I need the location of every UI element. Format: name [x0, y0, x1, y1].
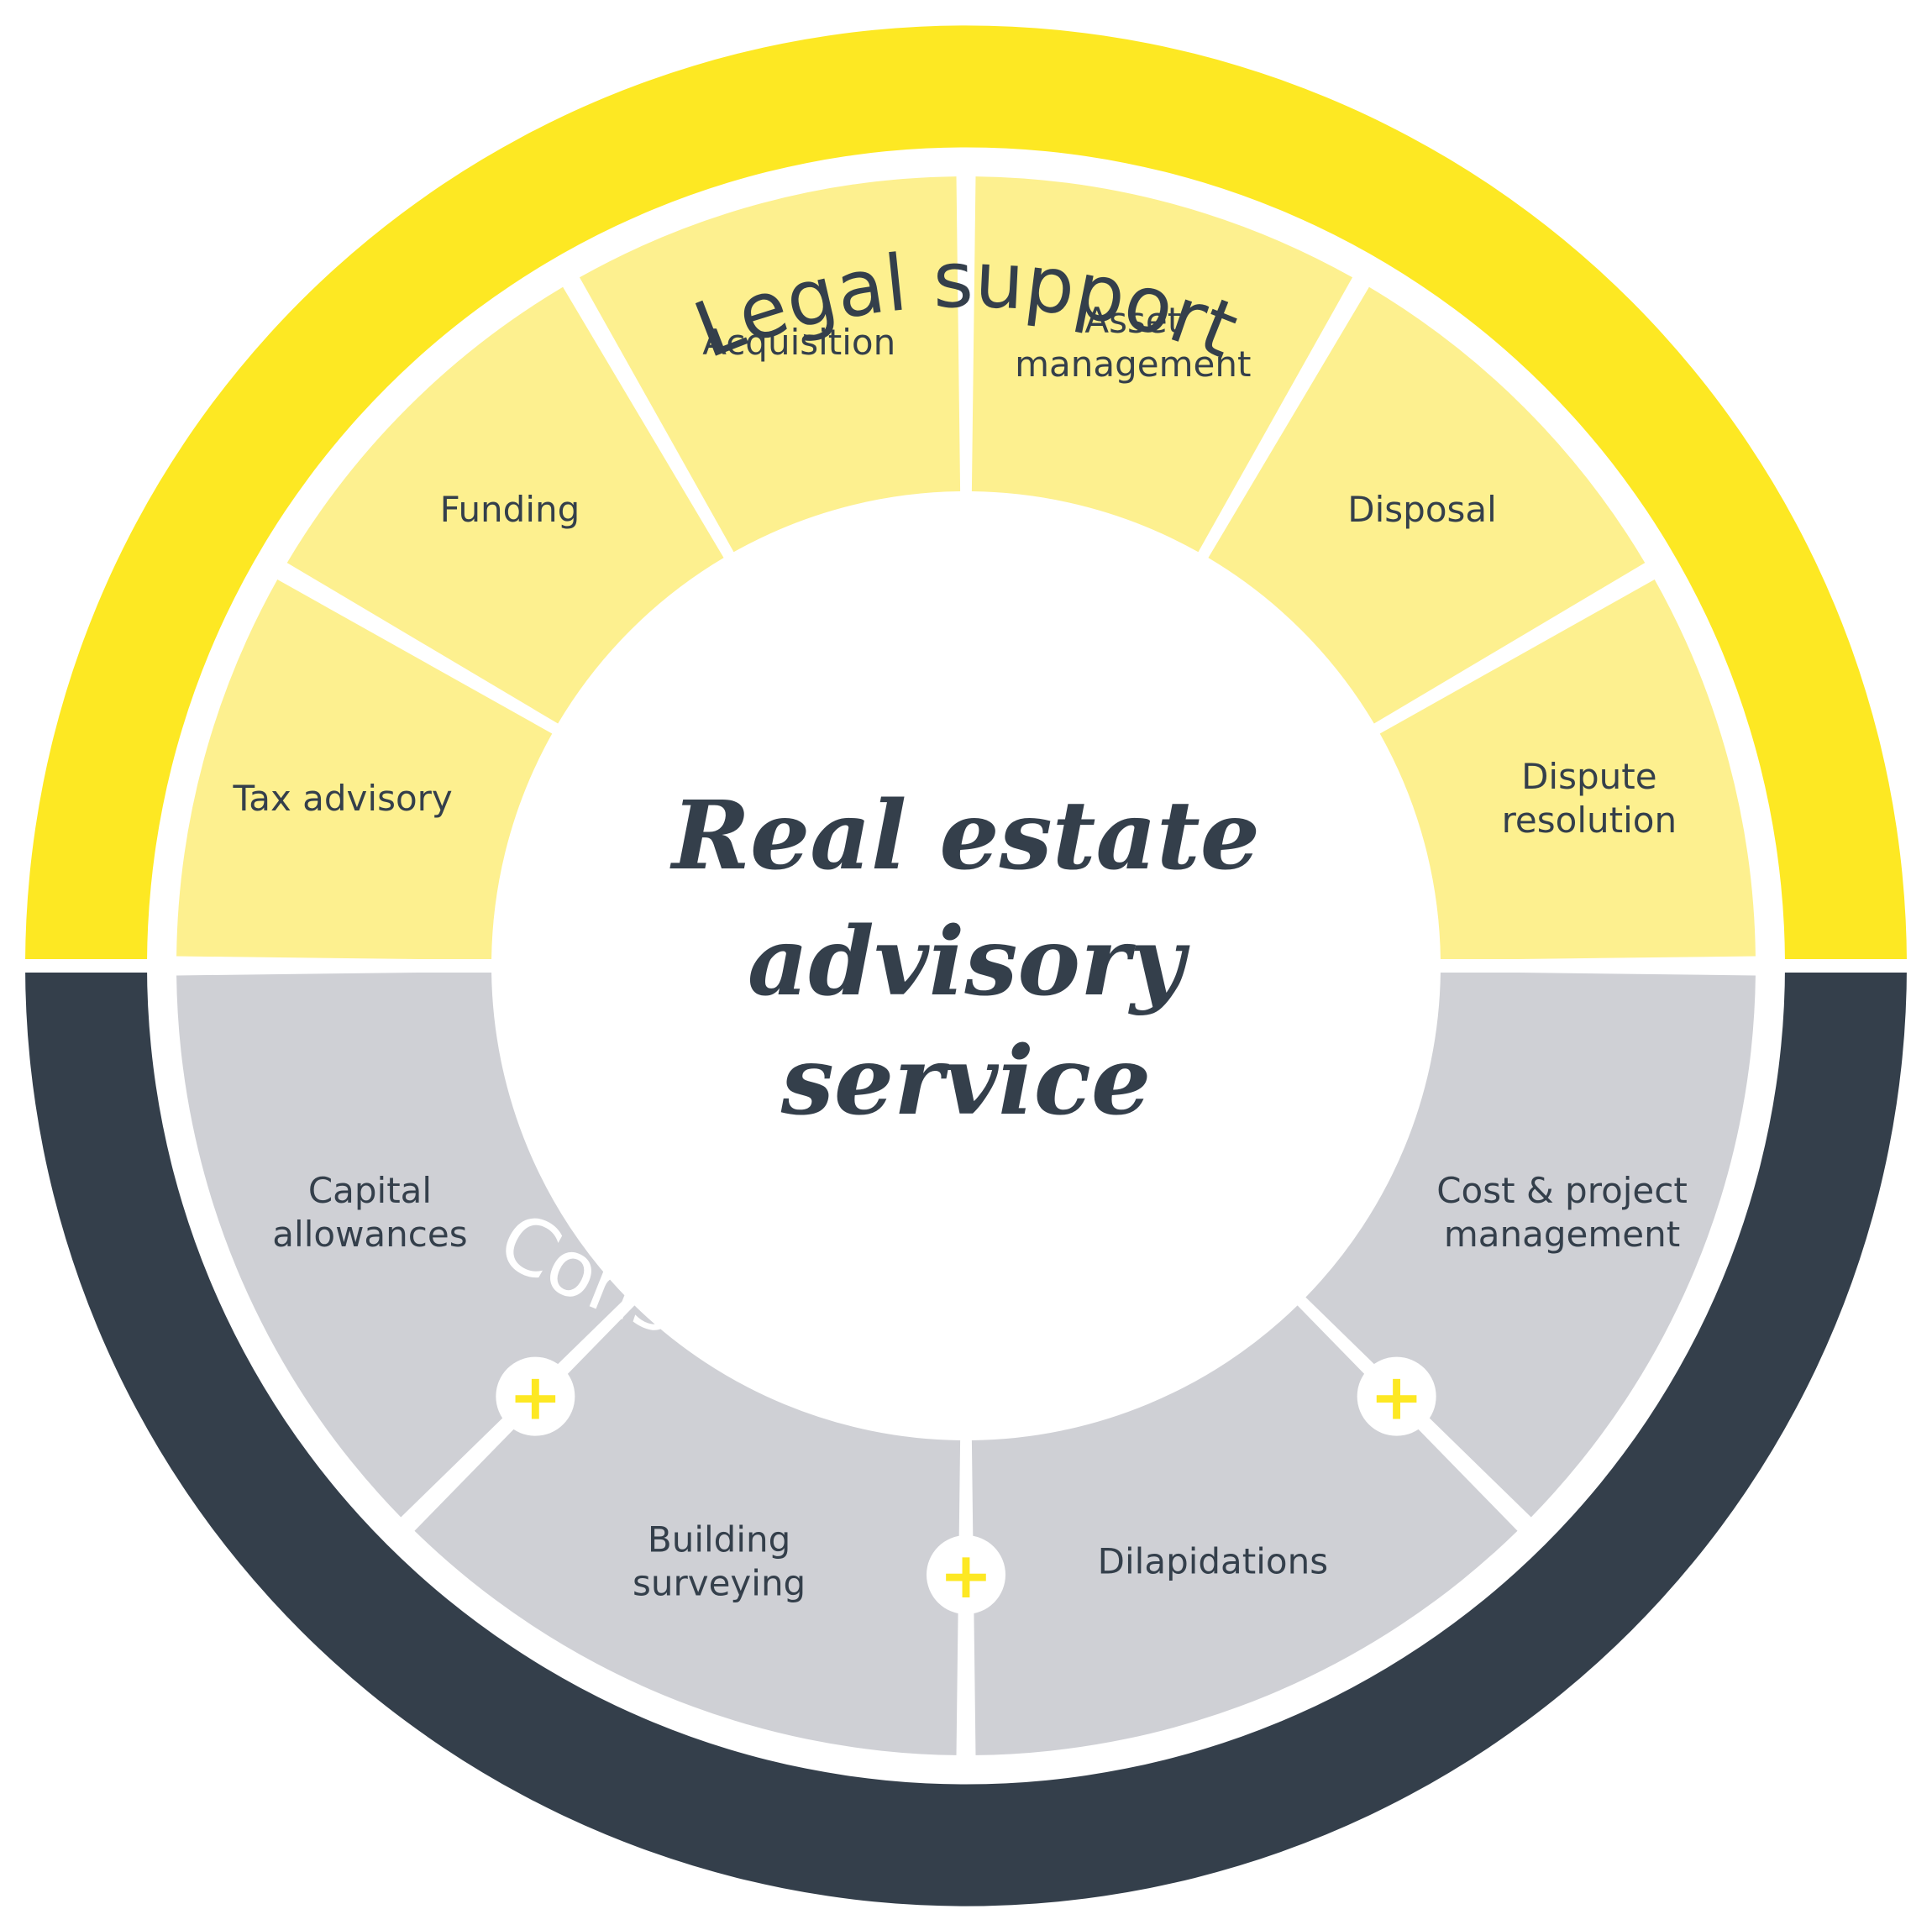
legal-segment [176, 579, 553, 961]
segment-label-line: Dispute [1521, 756, 1656, 797]
connector-circle [1357, 1356, 1436, 1436]
legal-segment [579, 176, 961, 553]
plus-icon: + [1370, 1360, 1424, 1434]
center-title-line-2: advisory [748, 907, 1190, 1017]
segment-label-line: resolution [1502, 800, 1677, 841]
legal-segment-label: Acquisition [702, 322, 895, 363]
segment-label-line: Tax advisory [233, 778, 453, 819]
segment-label-line: Capital [308, 1170, 432, 1211]
segment-label-line: management [1444, 1214, 1680, 1255]
legal-segment-label: Funding [440, 489, 580, 530]
legal-segment [286, 286, 724, 724]
consultancy-services-ring [25, 966, 1907, 1906]
consultancy-segment-label: Dilapidations [1098, 1541, 1328, 1582]
legal-segment-label: Disposal [1347, 489, 1497, 530]
connector-circle [496, 1356, 575, 1436]
segment-label-line: Building [648, 1519, 790, 1560]
segment-label-line: Disposal [1347, 489, 1497, 530]
legal-segment [1379, 579, 1756, 961]
segment-label-line: Funding [440, 489, 580, 530]
legal-support-ring [25, 25, 1907, 966]
plus-icon: + [509, 1360, 563, 1434]
segment-label-line: management [1015, 344, 1251, 385]
center-title-line-1: Real estate [669, 781, 1260, 891]
legal-segment [971, 176, 1353, 553]
segment-label-line: allowances [272, 1214, 467, 1255]
plus-icon: + [939, 1538, 993, 1613]
connector-circle [927, 1535, 1005, 1614]
segment-label-line: Acquisition [702, 322, 895, 363]
segment-label-line: surveying [633, 1563, 806, 1604]
center-title: Real estate advisory service [669, 781, 1260, 1136]
legal-segment [1208, 286, 1646, 724]
connectors: + + + [496, 1356, 1436, 1614]
legal-segment-label: Tax advisory [233, 778, 453, 819]
center-title-line-3: service [780, 1026, 1151, 1136]
segment-label-line: Asset [1084, 300, 1181, 341]
segment-label-line: Dilapidations [1098, 1541, 1328, 1582]
center-circle [496, 496, 1436, 1435]
segment-label-line: Cost & project [1436, 1170, 1688, 1211]
